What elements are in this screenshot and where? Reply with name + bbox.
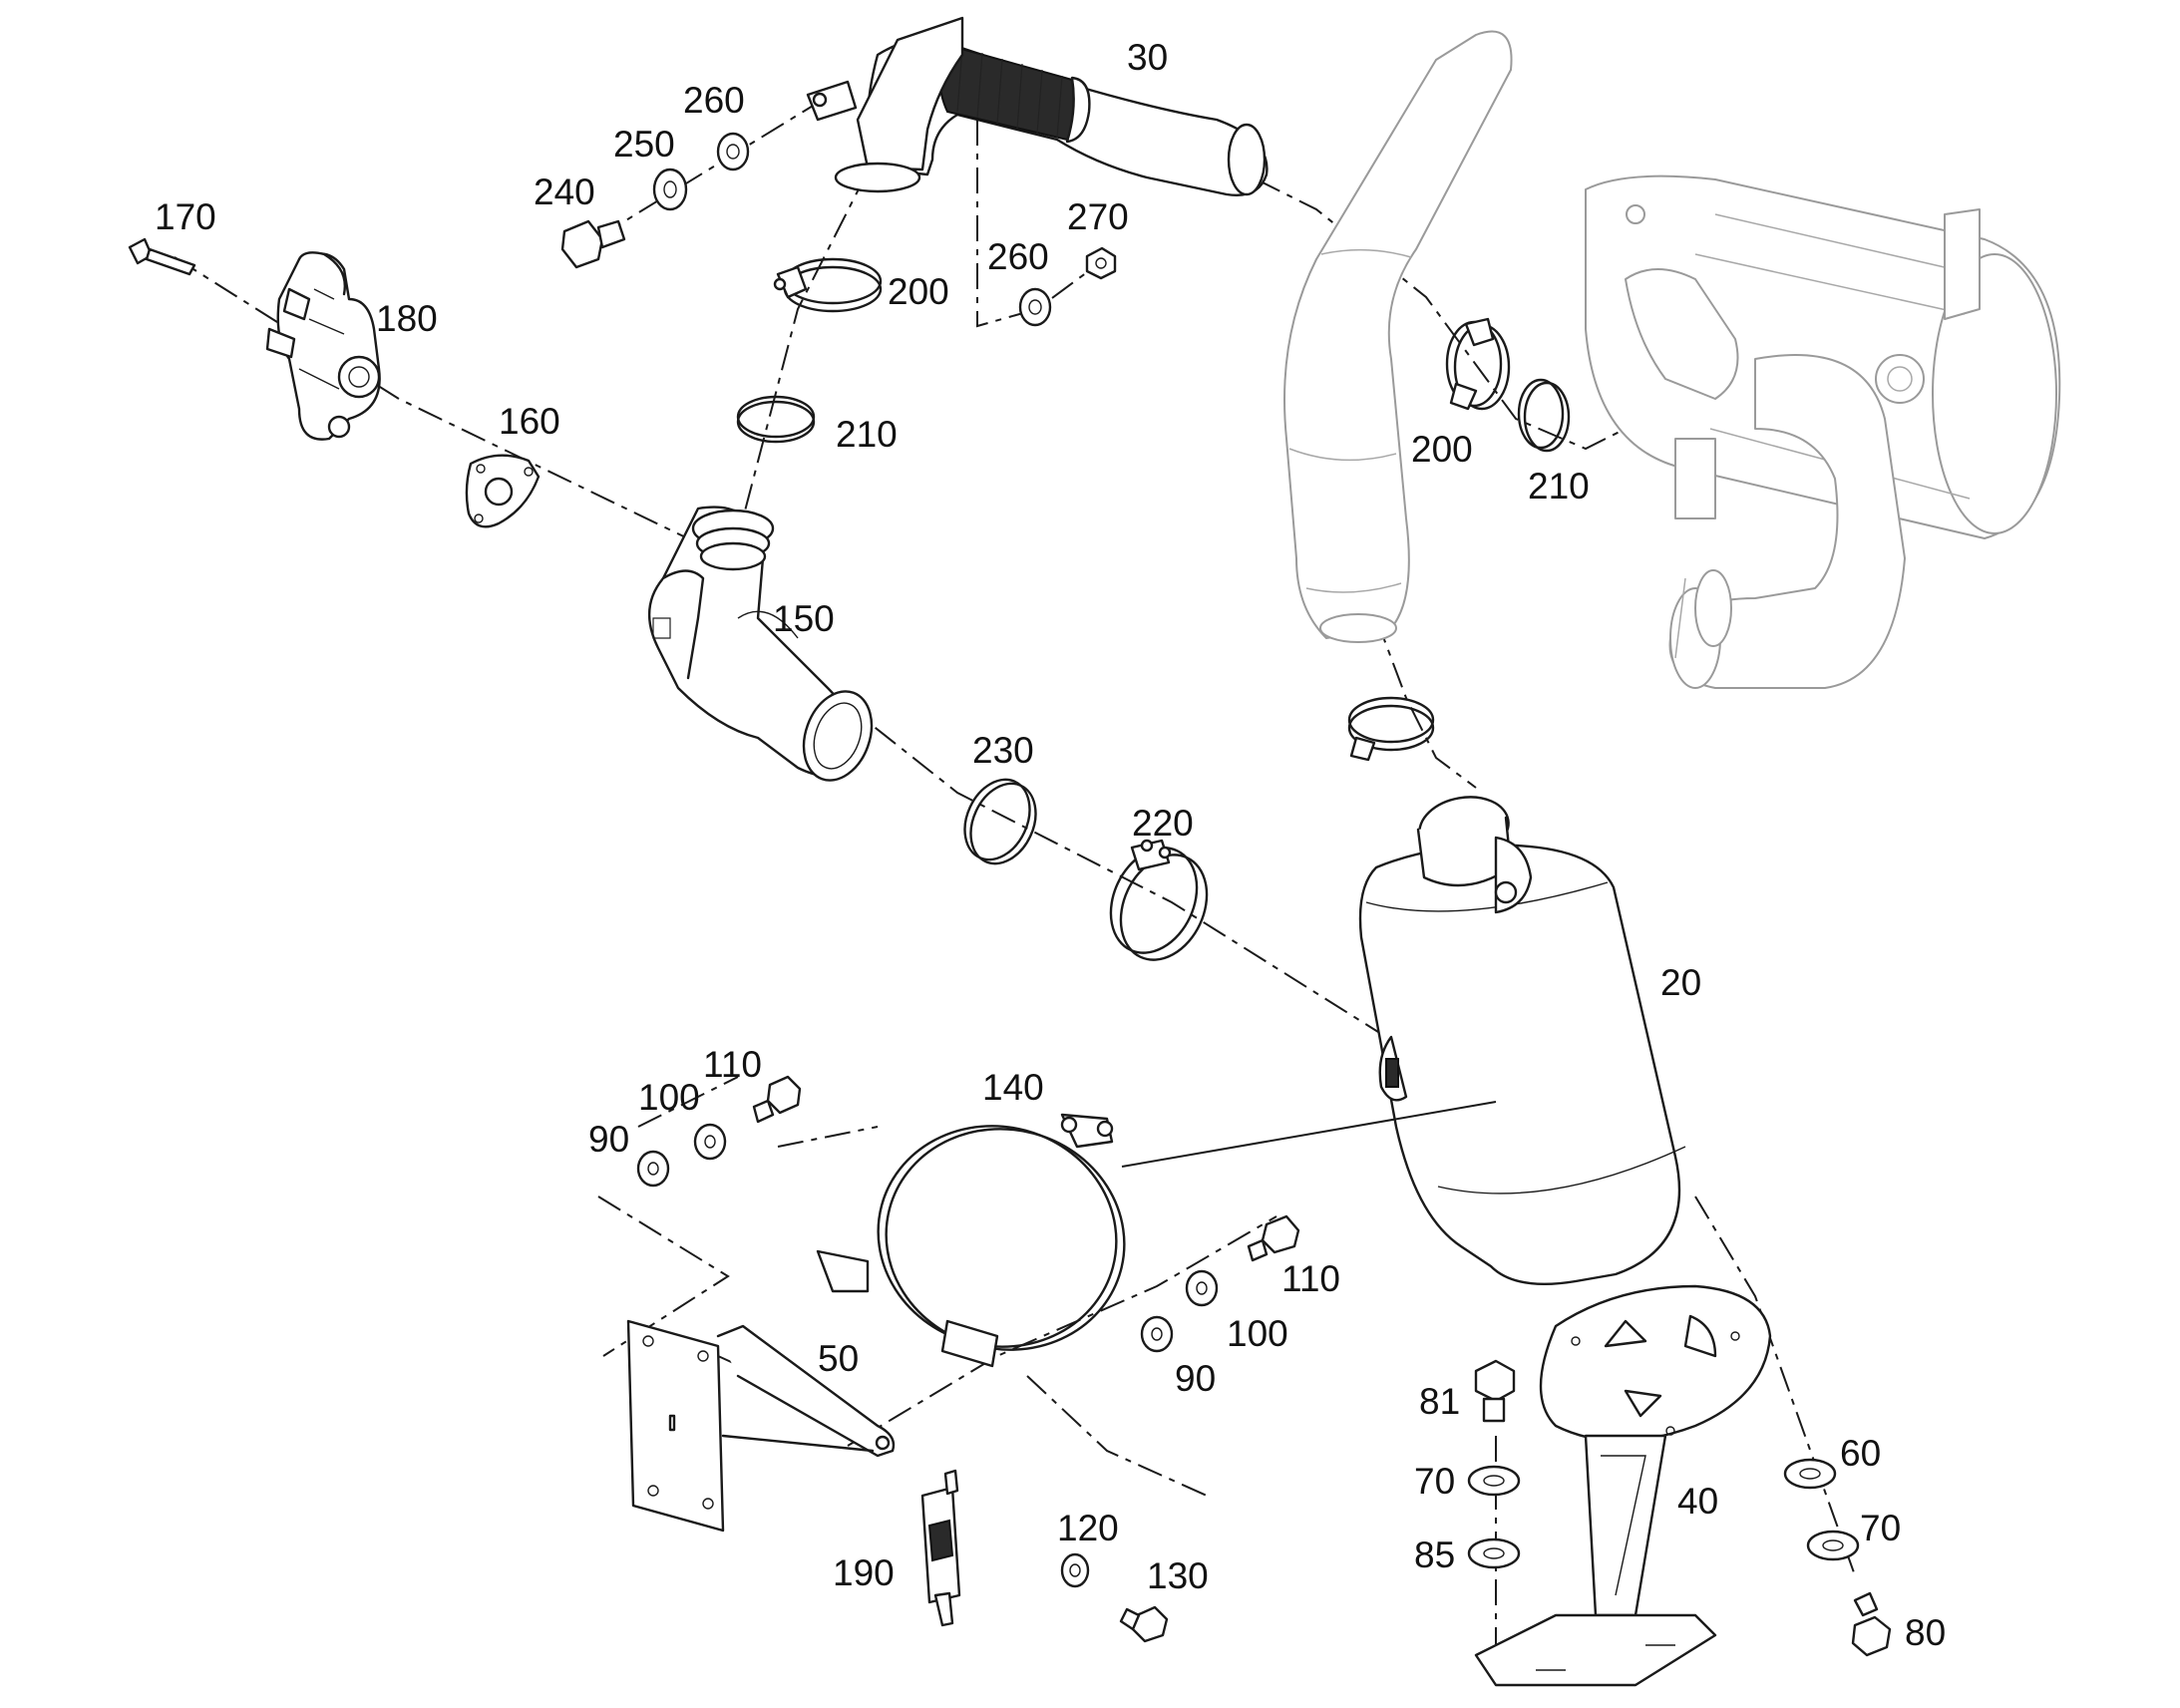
callout-100-upper: 100 xyxy=(638,1077,700,1118)
part-130-bolt xyxy=(1119,1605,1169,1643)
callout-70-left: 70 xyxy=(1414,1461,1455,1502)
part-40-stand xyxy=(1474,1284,1772,1687)
callout-30: 30 xyxy=(1127,37,1168,78)
callout-130: 130 xyxy=(1147,1555,1209,1596)
callout-210-right: 210 xyxy=(1528,466,1590,507)
part-200-clamp-left xyxy=(773,257,883,313)
part-110-bolt-lower xyxy=(1247,1214,1300,1262)
callout-270: 270 xyxy=(1067,196,1129,237)
callout-40: 40 xyxy=(1677,1481,1718,1522)
part-80-bolt xyxy=(1851,1591,1892,1657)
part-220-vband-clamp xyxy=(1109,839,1209,961)
part-260-washer-mid xyxy=(1018,287,1052,327)
part-200-clamp-right xyxy=(1445,317,1511,411)
part-210-ring-left xyxy=(736,395,816,444)
part-140-strap xyxy=(816,1113,1126,1368)
callout-160: 160 xyxy=(499,401,560,442)
part-100-washer-lower xyxy=(1185,1269,1219,1307)
part-90-washer-upper xyxy=(636,1150,670,1188)
ghost-muffler-assembly xyxy=(1283,30,2061,689)
part-85-washer xyxy=(1467,1537,1521,1569)
callout-170: 170 xyxy=(155,196,216,237)
callout-110-lower: 110 xyxy=(1281,1258,1340,1299)
part-230-ring xyxy=(963,778,1037,865)
part-240-bolt xyxy=(560,219,626,269)
callout-90-upper: 90 xyxy=(588,1119,629,1160)
callout-200-right: 200 xyxy=(1411,429,1473,470)
part-70-washer-left xyxy=(1467,1465,1521,1497)
part-210-ring-right xyxy=(1517,378,1571,453)
callout-110-upper: 110 xyxy=(703,1044,762,1085)
part-90-washer-lower xyxy=(1140,1315,1174,1353)
part-110-bolt-upper xyxy=(752,1075,802,1124)
callout-120: 120 xyxy=(1057,1508,1119,1548)
callout-60: 60 xyxy=(1840,1433,1881,1474)
callout-210-left: 210 xyxy=(836,414,898,455)
part-180-valve xyxy=(265,251,381,441)
part-270-nut xyxy=(1085,246,1117,280)
part-190-sensor xyxy=(920,1469,961,1627)
callout-240: 240 xyxy=(534,171,595,212)
callout-250: 250 xyxy=(613,124,675,165)
part-70-washer-right xyxy=(1806,1530,1860,1561)
part-60-washer xyxy=(1783,1458,1837,1490)
part-160-gasket xyxy=(465,454,541,528)
callout-200-left: 200 xyxy=(888,271,949,312)
part-150-elbow-pipe xyxy=(647,506,874,782)
part-30-flex-pipe xyxy=(806,16,1269,196)
callout-85: 85 xyxy=(1414,1535,1455,1575)
callout-80: 80 xyxy=(1905,1612,1946,1653)
callout-150: 150 xyxy=(773,598,835,639)
callout-20: 20 xyxy=(1660,962,1701,1003)
part-100-washer-upper xyxy=(693,1123,727,1161)
callout-180: 180 xyxy=(376,298,438,339)
callout-90-lower: 90 xyxy=(1175,1358,1216,1399)
part-260-washer-top xyxy=(716,132,750,171)
leader-lines xyxy=(1121,1101,1497,1168)
callout-190: 190 xyxy=(833,1552,895,1593)
callout-260-top: 260 xyxy=(683,80,745,121)
callout-260-mid: 260 xyxy=(987,236,1049,277)
part-170-bolt xyxy=(128,237,196,276)
part-250-washer xyxy=(652,168,688,211)
part-clamp-pipe-lower xyxy=(1347,696,1435,762)
callout-100-lower: 100 xyxy=(1227,1313,1288,1354)
part-20-catalyst xyxy=(1358,796,1686,1286)
part-50-bracket xyxy=(626,1319,896,1533)
callout-140: 140 xyxy=(982,1067,1044,1108)
callout-50: 50 xyxy=(818,1338,859,1379)
part-81-bolt xyxy=(1474,1359,1516,1423)
callout-220: 220 xyxy=(1132,803,1194,844)
callout-81: 81 xyxy=(1419,1381,1460,1422)
callout-labels: 30 260 250 240 170 180 200 270 260 160 2… xyxy=(155,37,1946,1653)
callout-230: 230 xyxy=(972,730,1034,771)
callout-70-right: 70 xyxy=(1860,1508,1901,1548)
part-120-washer xyxy=(1060,1552,1090,1588)
